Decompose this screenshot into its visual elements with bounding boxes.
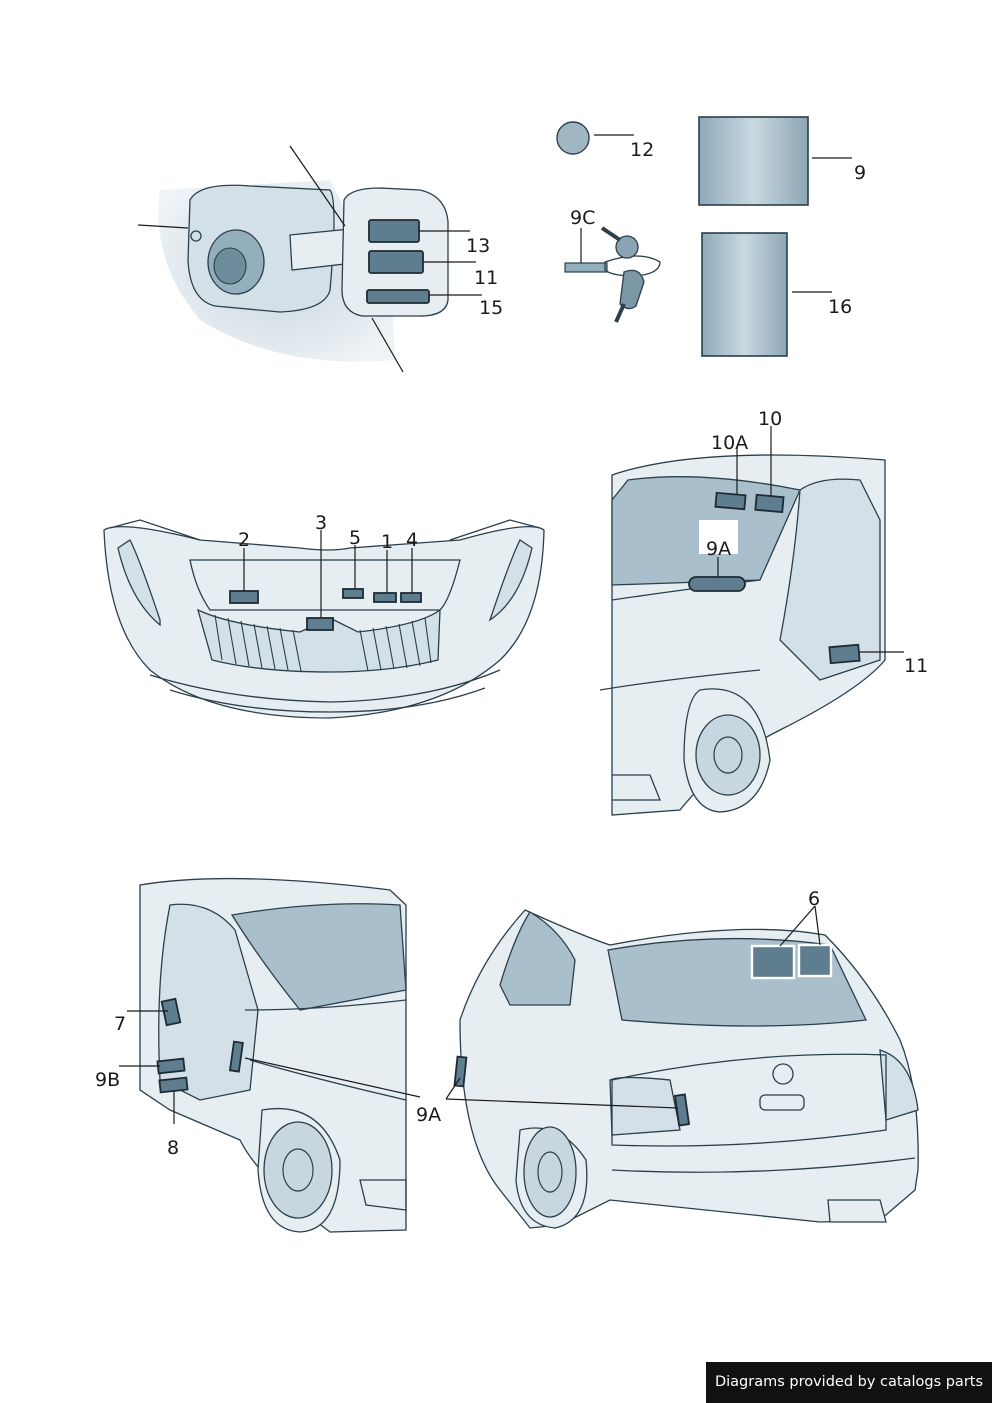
sticker-9a-windscreen <box>688 576 746 592</box>
label-10: 10 <box>758 408 782 430</box>
label-9b: 9B <box>95 1069 120 1091</box>
sticker-6-right <box>797 943 833 978</box>
label-9a-windscreen: 9A <box>706 538 731 560</box>
label-15: 15 <box>479 297 503 319</box>
label-6: 6 <box>808 888 820 910</box>
credit-banner: Diagrams provided by catalogs parts <box>706 1362 992 1403</box>
sticker-13 <box>368 219 420 243</box>
sticker-2 <box>229 590 259 604</box>
sticker-7 <box>160 997 182 1027</box>
sticker-15 <box>366 289 430 304</box>
sticker-10 <box>754 493 785 514</box>
card-9 <box>698 116 809 206</box>
label-5: 5 <box>349 527 361 549</box>
key-set-illustration <box>564 226 661 323</box>
car-front-door-illustration <box>599 454 886 816</box>
label-13: 13 <box>466 235 490 257</box>
label-11-fuel: 11 <box>474 267 498 289</box>
sticker-9a-rear-side <box>453 1055 468 1088</box>
label-3: 3 <box>315 512 327 534</box>
fuel-flap-illustration <box>137 145 482 373</box>
disc-12 <box>556 121 590 155</box>
card-16 <box>701 232 788 357</box>
label-10a: 10A <box>711 432 748 454</box>
sticker-8 <box>158 1076 189 1094</box>
sticker-9a-tail <box>673 1093 691 1127</box>
sticker-4 <box>400 592 422 603</box>
sticker-9b <box>156 1057 186 1075</box>
label-9c: 9C <box>570 207 595 229</box>
label-4: 4 <box>406 529 418 551</box>
label-1: 1 <box>381 531 393 553</box>
sticker-9a-door <box>228 1040 244 1073</box>
sticker-1 <box>373 592 397 603</box>
label-16: 16 <box>828 296 852 318</box>
label-9: 9 <box>854 162 866 184</box>
label-7: 7 <box>114 1013 126 1035</box>
car-open-door-illustration <box>139 877 407 1233</box>
sticker-11-fuel <box>368 250 424 274</box>
label-11-door: 11 <box>904 655 928 677</box>
sticker-3 <box>306 617 334 631</box>
sticker-10a <box>714 491 747 511</box>
sticker-6-left <box>750 944 796 980</box>
label-12: 12 <box>630 139 654 161</box>
sticker-5 <box>342 588 364 599</box>
label-8: 8 <box>167 1137 179 1159</box>
label-2: 2 <box>238 529 250 551</box>
label-9a-shared: 9A <box>416 1104 441 1126</box>
sticker-11-door <box>828 643 861 665</box>
car-rear-illustration <box>453 909 919 1229</box>
front-bumper-illustration <box>103 519 545 719</box>
